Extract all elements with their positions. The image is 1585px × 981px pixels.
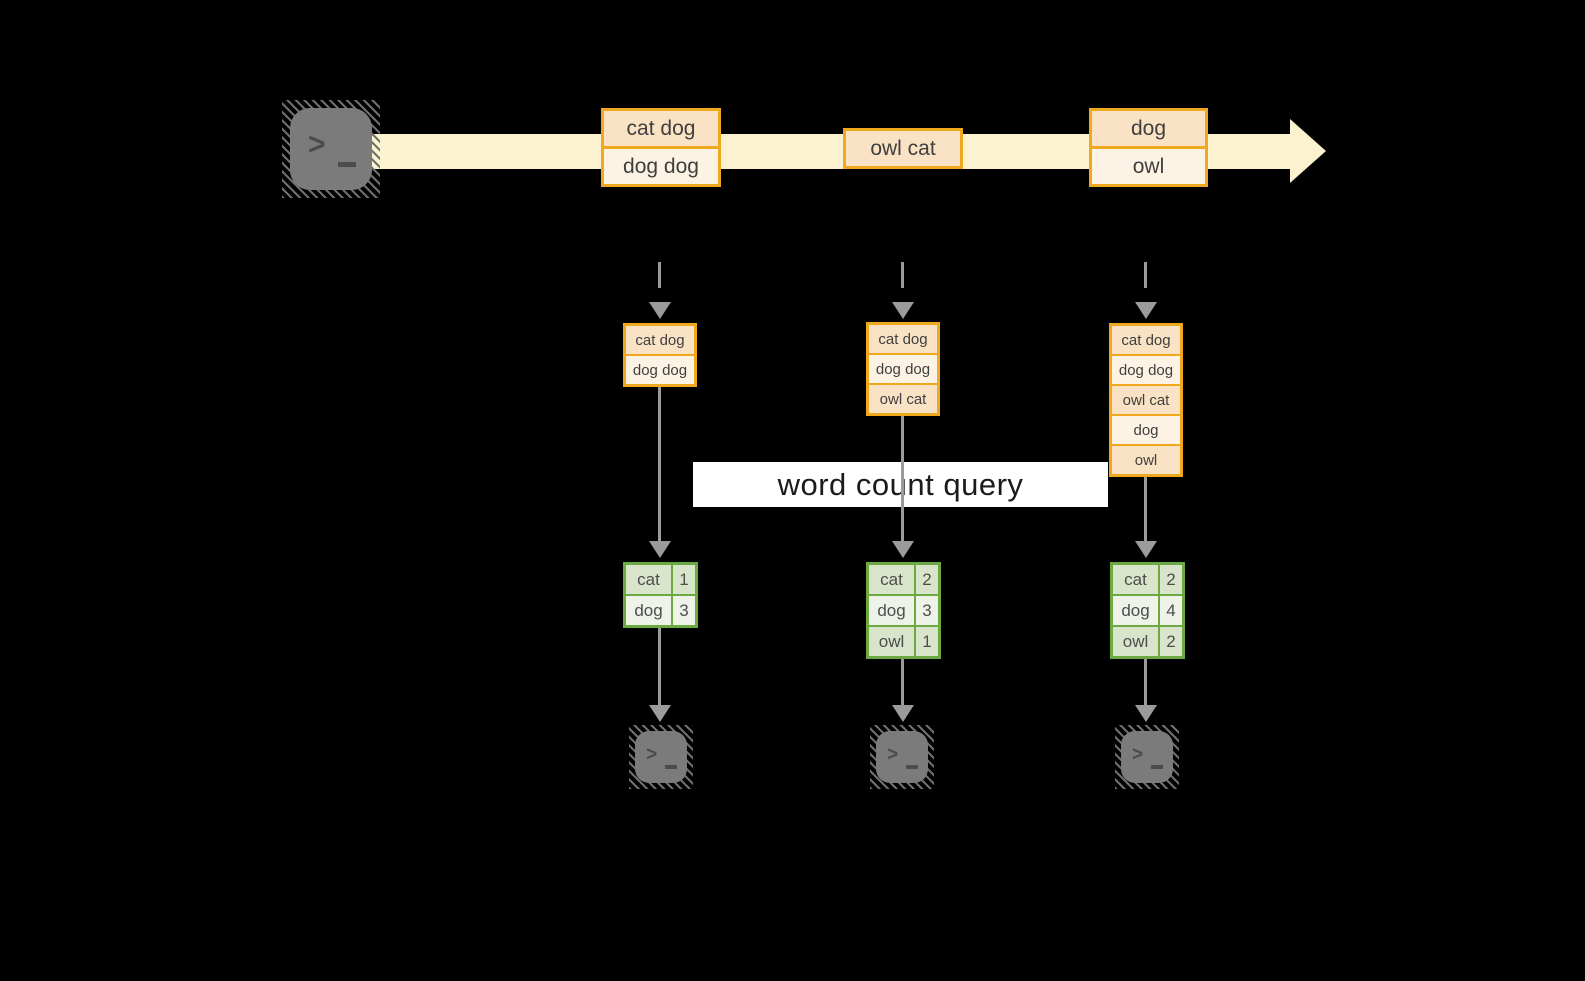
- stream-record: dog dog: [604, 146, 718, 184]
- count-value: 3: [916, 596, 938, 625]
- prompt-chevron-icon: >: [1132, 743, 1144, 766]
- state-row: dog dog: [1112, 354, 1180, 384]
- count-word: cat: [869, 565, 914, 594]
- flow-arrow-head-icon: [1135, 541, 1157, 558]
- prompt-chevron-icon: >: [646, 743, 658, 766]
- dashed-arrow-shaft: [1144, 262, 1147, 288]
- state-row: dog dog: [869, 353, 937, 383]
- prompt-underscore-icon: [1151, 765, 1163, 769]
- stream-record: owl cat: [846, 131, 960, 166]
- count-word: cat: [1113, 565, 1158, 594]
- terminal-body: >: [876, 731, 928, 783]
- stream-record: cat dog: [604, 111, 718, 146]
- dashed-arrow-shaft: [658, 262, 661, 288]
- flow-arrow-shaft: [1144, 477, 1147, 541]
- count-value: 4: [1160, 596, 1182, 625]
- terminal-body: >: [635, 731, 687, 783]
- stream-batch-3: dog owl: [1089, 108, 1208, 187]
- prompt-underscore-icon: [906, 765, 918, 769]
- state-stack-2: cat dog dog dog owl cat: [866, 322, 940, 416]
- query-band: word count query: [693, 462, 1108, 507]
- flow-arrow-shaft: [1144, 659, 1147, 705]
- flow-arrow-shaft: [658, 387, 661, 541]
- stream-record: dog: [1092, 111, 1205, 146]
- stream-batch-1: cat dog dog dog: [601, 108, 721, 187]
- state-row: owl cat: [1112, 384, 1180, 414]
- flow-arrow-head-icon: [892, 541, 914, 558]
- count-table-1: cat 1 dog 3: [623, 562, 698, 628]
- terminal-sink-icon: >: [870, 725, 934, 789]
- stream-batch-2: owl cat: [843, 128, 963, 169]
- query-label: word count query: [777, 466, 1024, 502]
- terminal-body: >: [290, 108, 372, 190]
- prompt-underscore-icon: [338, 162, 356, 167]
- count-table-3: cat 2 dog 4 owl 2: [1110, 562, 1185, 659]
- stream-record: owl: [1092, 146, 1205, 184]
- count-word: dog: [626, 596, 671, 625]
- count-value: 3: [673, 596, 695, 625]
- dashed-arrow-head-icon: [649, 302, 671, 319]
- count-value: 1: [916, 627, 938, 656]
- dashed-arrow-head-icon: [892, 302, 914, 319]
- count-word: dog: [869, 596, 914, 625]
- terminal-sink-icon: >: [629, 725, 693, 789]
- count-table-2: cat 2 dog 3 owl 1: [866, 562, 941, 659]
- count-word: owl: [869, 627, 914, 656]
- count-word: cat: [626, 565, 671, 594]
- state-row: cat dog: [869, 325, 937, 353]
- count-value: 2: [1160, 565, 1182, 594]
- flow-arrow-head-icon: [1135, 705, 1157, 722]
- state-row: owl cat: [869, 383, 937, 413]
- state-row: dog: [1112, 414, 1180, 444]
- terminal-body: >: [1121, 731, 1173, 783]
- count-value: 1: [673, 565, 695, 594]
- flow-arrow-head-icon: [649, 705, 671, 722]
- dashed-arrow-shaft: [901, 262, 904, 288]
- state-stack-1: cat dog dog dog: [623, 323, 697, 387]
- state-row: dog dog: [626, 354, 694, 384]
- terminal-sink-icon: >: [1115, 725, 1179, 789]
- state-row: cat dog: [1112, 326, 1180, 354]
- state-stack-3: cat dog dog dog owl cat dog owl: [1109, 323, 1183, 477]
- prompt-chevron-icon: >: [308, 127, 326, 162]
- count-value: 2: [916, 565, 938, 594]
- prompt-chevron-icon: >: [887, 743, 899, 766]
- flow-arrow-shaft: [901, 659, 904, 705]
- flow-arrow-shaft: [901, 416, 904, 541]
- count-word: owl: [1113, 627, 1158, 656]
- count-word: dog: [1113, 596, 1158, 625]
- count-value: 2: [1160, 627, 1182, 656]
- flow-arrow-head-icon: [649, 541, 671, 558]
- dashed-arrow-head-icon: [1135, 302, 1157, 319]
- state-row: cat dog: [626, 326, 694, 354]
- stream-arrowhead-icon: [1290, 119, 1326, 183]
- terminal-source-icon: >: [282, 100, 380, 198]
- state-row: owl: [1112, 444, 1180, 474]
- flow-arrow-shaft: [658, 628, 661, 705]
- flow-arrow-head-icon: [892, 705, 914, 722]
- prompt-underscore-icon: [665, 765, 677, 769]
